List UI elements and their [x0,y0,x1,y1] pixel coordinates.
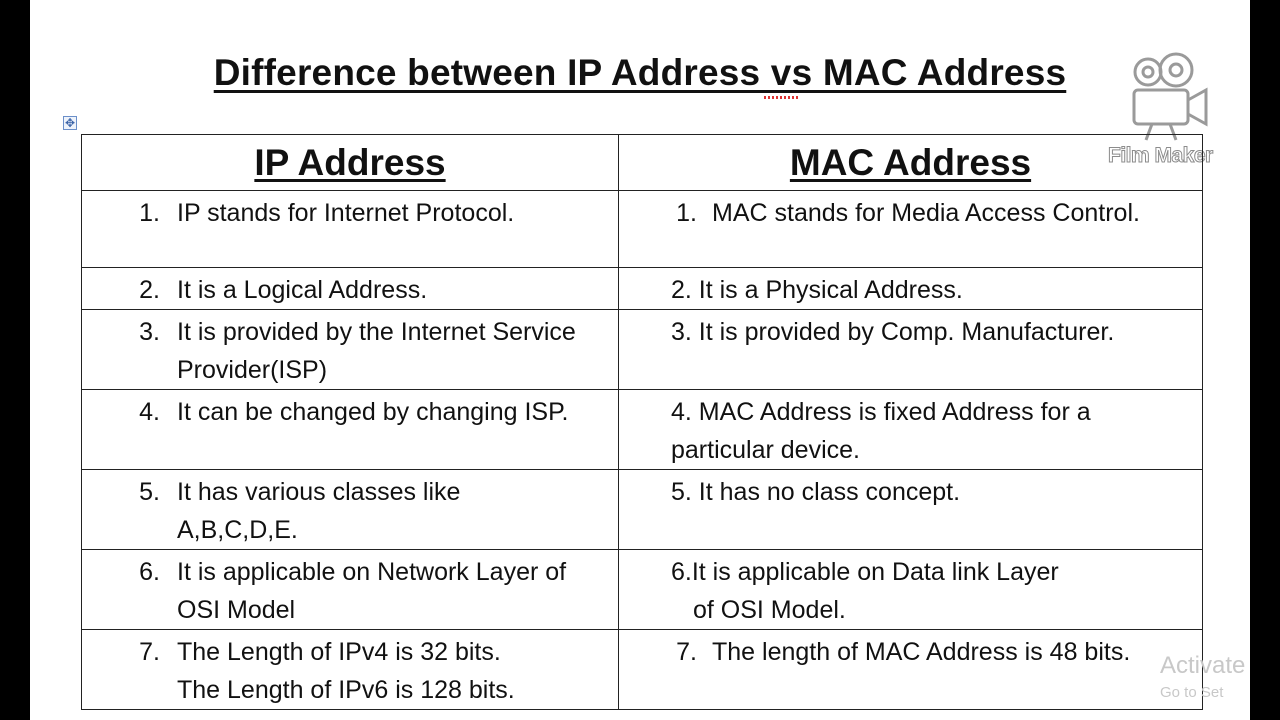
activate-line-2: Go to Set [1160,684,1224,701]
table-row: 1.IP stands for Internet Protocol. 1.MAC… [81,190,1203,268]
comparison-table: IP Address MAC Address 1.IP stands for I… [81,134,1203,710]
ip-cell: 6.It is applicable on Network Layer of O… [81,549,619,630]
header-mac-address: MAC Address [618,134,1203,191]
ip-cell: 7.The Length of IPv4 is 32 bits.The Leng… [81,629,619,710]
table-move-handle-icon[interactable]: ✥ [63,116,77,130]
table-row: 4.It can be changed by changing ISP. 4. … [81,389,1203,470]
table-header-row: IP Address MAC Address [81,134,1203,191]
ip-cell: 4.It can be changed by changing ISP. [81,389,619,470]
ip-cell: 3.It is provided by the Internet Service… [81,309,619,390]
camera-icon [1132,52,1208,141]
ip-cell: 1.IP stands for Internet Protocol. [81,190,619,268]
ip-cell: 5.It has various classes like A,B,C,D,E. [81,469,619,550]
table-row: 7.The Length of IPv4 is 32 bits.The Leng… [81,629,1203,710]
header-ip-address: IP Address [81,134,619,191]
mac-cell: 3. It is provided by Comp. Manufacturer. [618,309,1203,390]
activate-line-1: Activate [1160,652,1246,679]
page-title: Difference between IP Address vs MAC Add… [213,52,1067,93]
mac-cell: 7.The length of MAC Address is 48 bits. [618,629,1203,710]
activate-windows-watermark: Activate Go to Set [1160,652,1245,701]
mac-cell: 1.MAC stands for Media Access Control. [618,190,1203,268]
mac-cell: 4. MAC Address is fixed Address for a pa… [618,389,1203,470]
table-row: 3.It is provided by the Internet Service… [81,309,1203,390]
table-row: 5.It has various classes like A,B,C,D,E.… [81,469,1203,550]
table-row: 6.It is applicable on Network Layer of O… [81,549,1203,630]
table-row: 2.It is a Logical Address. 2. It is a Ph… [81,267,1203,310]
ip-cell: 2.It is a Logical Address. [81,267,619,310]
document-page: Difference between IP Address vs MAC Add… [30,0,1250,720]
spellcheck-underline [764,96,800,99]
mac-cell: 2. It is a Physical Address. [618,267,1203,310]
mac-cell: 5. It has no class concept. [618,469,1203,550]
